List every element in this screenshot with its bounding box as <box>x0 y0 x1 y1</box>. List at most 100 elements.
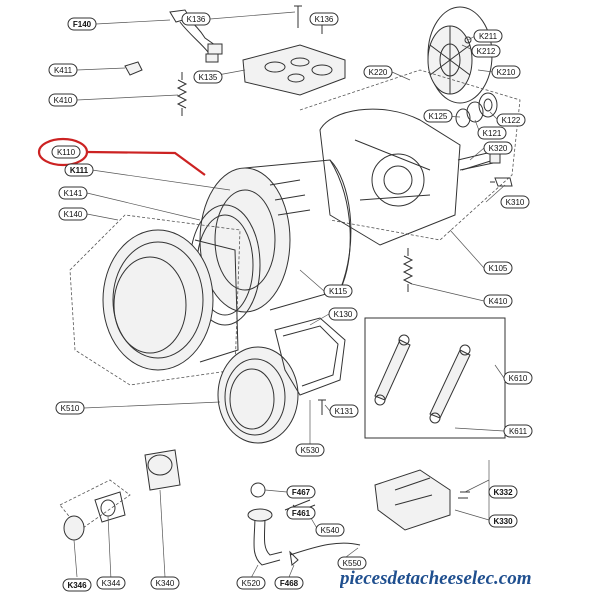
leader-lines <box>73 11 506 581</box>
label-k310: K310 <box>500 195 530 209</box>
label-k210: K210 <box>491 65 521 79</box>
label-k130: K130 <box>328 307 358 321</box>
label-text: K410 <box>54 96 73 105</box>
label-text: K340 <box>156 579 175 588</box>
label-box <box>363 65 393 79</box>
label-box <box>236 576 266 590</box>
label-text: K110 <box>57 148 76 157</box>
label-k115: K115 <box>323 284 353 298</box>
label-box <box>58 207 88 221</box>
label-text: K122 <box>502 116 521 125</box>
label-text: K131 <box>335 407 354 416</box>
label-text: F467 <box>292 488 311 497</box>
label-box <box>473 29 503 43</box>
label-text: K211 <box>479 32 498 41</box>
part-k135-counterweight <box>242 44 346 96</box>
label-text: K344 <box>102 579 121 588</box>
part-k520-hose <box>247 508 283 566</box>
label-box <box>477 126 507 140</box>
label-k122: K122 <box>496 113 526 127</box>
label-text: K115 <box>329 287 348 296</box>
label-k105: K105 <box>483 261 513 275</box>
watermark: piecesdetacheeselec.com <box>340 568 531 589</box>
label-box <box>51 145 81 159</box>
label-k550: K550 <box>337 556 367 570</box>
label-k540: K540 <box>315 523 345 537</box>
label-box <box>483 294 513 308</box>
label-box <box>337 556 367 570</box>
label-box <box>181 12 211 26</box>
label-box <box>503 424 533 438</box>
part-k111-drum <box>199 159 352 313</box>
label-k344: K344 <box>96 576 126 590</box>
part-bearings <box>455 92 498 128</box>
label-box <box>483 141 513 155</box>
label-k330: K330 <box>488 514 518 528</box>
label-text: K611 <box>509 427 528 436</box>
label-k530: K530 <box>295 443 325 457</box>
label-text: K332 <box>493 488 513 497</box>
label-k136a: K136 <box>181 12 211 26</box>
label-box <box>286 506 316 520</box>
part-k310-sensor <box>490 177 513 187</box>
label-f461: F461 <box>286 506 316 520</box>
label-text: K550 <box>343 559 362 568</box>
label-text: K130 <box>334 310 353 319</box>
label-box <box>315 523 345 537</box>
label-k320: K320 <box>483 141 513 155</box>
label-box <box>323 284 353 298</box>
label-k121: K121 <box>477 126 507 140</box>
label-f140: F140 <box>67 17 97 31</box>
label-text: K136 <box>315 15 334 24</box>
label-box <box>329 404 359 418</box>
label-k340: K340 <box>150 576 180 590</box>
label-k411: K411 <box>48 63 78 77</box>
label-text: K530 <box>301 446 320 455</box>
label-text: K210 <box>497 68 516 77</box>
label-text: K610 <box>509 374 528 383</box>
label-k346: K346 <box>62 578 92 592</box>
label-box <box>496 113 526 127</box>
label-box <box>274 576 304 590</box>
label-box <box>471 44 501 58</box>
label-box <box>488 485 518 499</box>
label-text: F461 <box>292 509 311 518</box>
label-text: F468 <box>280 579 299 588</box>
part-drawings <box>59 5 521 566</box>
part-k411-clip <box>124 61 143 76</box>
label-box <box>193 70 223 84</box>
label-text: K105 <box>489 264 508 273</box>
label-k520: K520 <box>236 576 266 590</box>
part-k130-clamp <box>274 317 346 396</box>
part-k330-motor-bracket <box>374 469 470 531</box>
label-k410b: K410 <box>483 294 513 308</box>
label-text: K121 <box>483 129 502 138</box>
label-k125: K125 <box>423 109 453 123</box>
label-k135: K135 <box>193 70 223 84</box>
label-box <box>503 371 533 385</box>
part-k346-filter <box>59 479 131 541</box>
label-text: K510 <box>61 404 80 413</box>
label-box <box>48 93 78 107</box>
part-k510-gasket <box>217 346 299 444</box>
label-box <box>96 576 126 590</box>
label-text: K330 <box>493 517 513 526</box>
label-box <box>58 186 88 200</box>
label-text: K141 <box>64 189 83 198</box>
label-k136b: K136 <box>309 12 339 26</box>
part-k410-spring-bottom <box>402 248 414 292</box>
label-k332: K332 <box>488 485 518 499</box>
part-k140-front-tub <box>69 214 241 386</box>
label-text: K125 <box>429 112 448 121</box>
label-k410a: K410 <box>48 93 78 107</box>
label-text: K136 <box>187 15 206 24</box>
label-box <box>488 514 518 528</box>
label-box <box>491 65 521 79</box>
part-k410-spring-top <box>176 72 188 116</box>
label-box <box>286 485 316 499</box>
label-k610: K610 <box>503 371 533 385</box>
label-box <box>64 163 94 177</box>
part-k210-pulley <box>427 6 493 104</box>
part-k220-rear-tub <box>299 69 521 246</box>
